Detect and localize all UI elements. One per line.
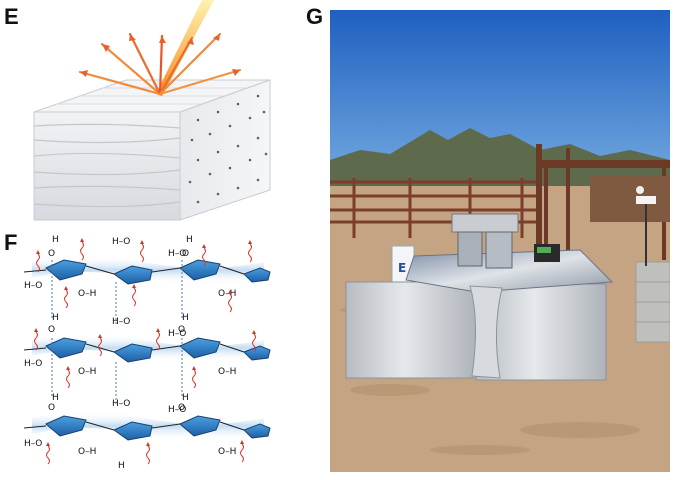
svg-text:H: H bbox=[52, 313, 59, 323]
panel-letter-g: G bbox=[306, 4, 324, 29]
test-apparatus bbox=[451, 213, 560, 269]
svg-text:O: O bbox=[178, 325, 185, 335]
svg-text:H: H bbox=[182, 393, 189, 403]
svg-text:H: H bbox=[52, 393, 59, 403]
svg-text:O: O bbox=[178, 403, 185, 413]
concrete-blocks bbox=[635, 261, 670, 343]
svg-text:O: O bbox=[48, 249, 55, 259]
svg-text:O–H: O–H bbox=[78, 447, 96, 457]
mountain-range bbox=[330, 128, 670, 190]
svg-text:O–H: O–H bbox=[218, 289, 236, 299]
svg-text:H: H bbox=[186, 235, 193, 245]
svg-text:H–O: H–O bbox=[24, 281, 42, 291]
foil-wrap-center bbox=[469, 285, 503, 379]
svg-text:H–O: H–O bbox=[24, 359, 42, 369]
hydrogen-bond-lines bbox=[51, 260, 183, 404]
shed-wall bbox=[590, 176, 670, 222]
panel-letter-f: F bbox=[4, 230, 18, 255]
reflected-light-rays bbox=[78, 32, 242, 96]
svg-text:H: H bbox=[182, 313, 189, 323]
svg-text:O–H: O–H bbox=[78, 289, 96, 299]
block-side-face bbox=[179, 79, 271, 221]
weather-station bbox=[636, 186, 656, 266]
svg-text:H: H bbox=[52, 235, 59, 245]
cellulose-chain-row-1 bbox=[23, 255, 271, 285]
svg-text:H–O: H–O bbox=[112, 399, 130, 409]
wood-block-illustration bbox=[33, 0, 271, 221]
svg-text:H–O: H–O bbox=[24, 439, 42, 449]
svg-text:H–O: H–O bbox=[168, 249, 186, 259]
incoming-light-beam bbox=[156, 0, 214, 96]
svg-text:H–O: H–O bbox=[168, 329, 186, 339]
cellulose-chain-row-3 bbox=[23, 411, 271, 441]
sign-text: E bbox=[398, 261, 406, 275]
panel-letter-e: E bbox=[4, 4, 19, 29]
svg-text:O–H: O–H bbox=[218, 447, 236, 457]
cellulose-chain-diagram: H O H O H–O H–O H–O O–H O–H H O H O H–O … bbox=[23, 235, 271, 471]
atom-labels: H O H O H–O H–O H–O O–H O–H H O H O H–O … bbox=[24, 235, 236, 471]
svg-text:H–O: H–O bbox=[112, 237, 130, 247]
svg-text:O–H: O–H bbox=[78, 367, 96, 377]
svg-text:H–O: H–O bbox=[112, 317, 130, 327]
field-test-photo: E bbox=[330, 10, 670, 472]
svg-text:H–O: H–O bbox=[168, 405, 186, 415]
block-front-face bbox=[33, 111, 181, 221]
svg-text:O: O bbox=[182, 249, 189, 259]
svg-text:O: O bbox=[48, 325, 55, 335]
foil-box-left bbox=[345, 281, 477, 379]
cellulose-chain-row-2 bbox=[23, 333, 271, 363]
svg-text:O–H: O–H bbox=[218, 367, 236, 377]
svg-text:H: H bbox=[118, 461, 125, 471]
svg-text:O: O bbox=[48, 403, 55, 413]
